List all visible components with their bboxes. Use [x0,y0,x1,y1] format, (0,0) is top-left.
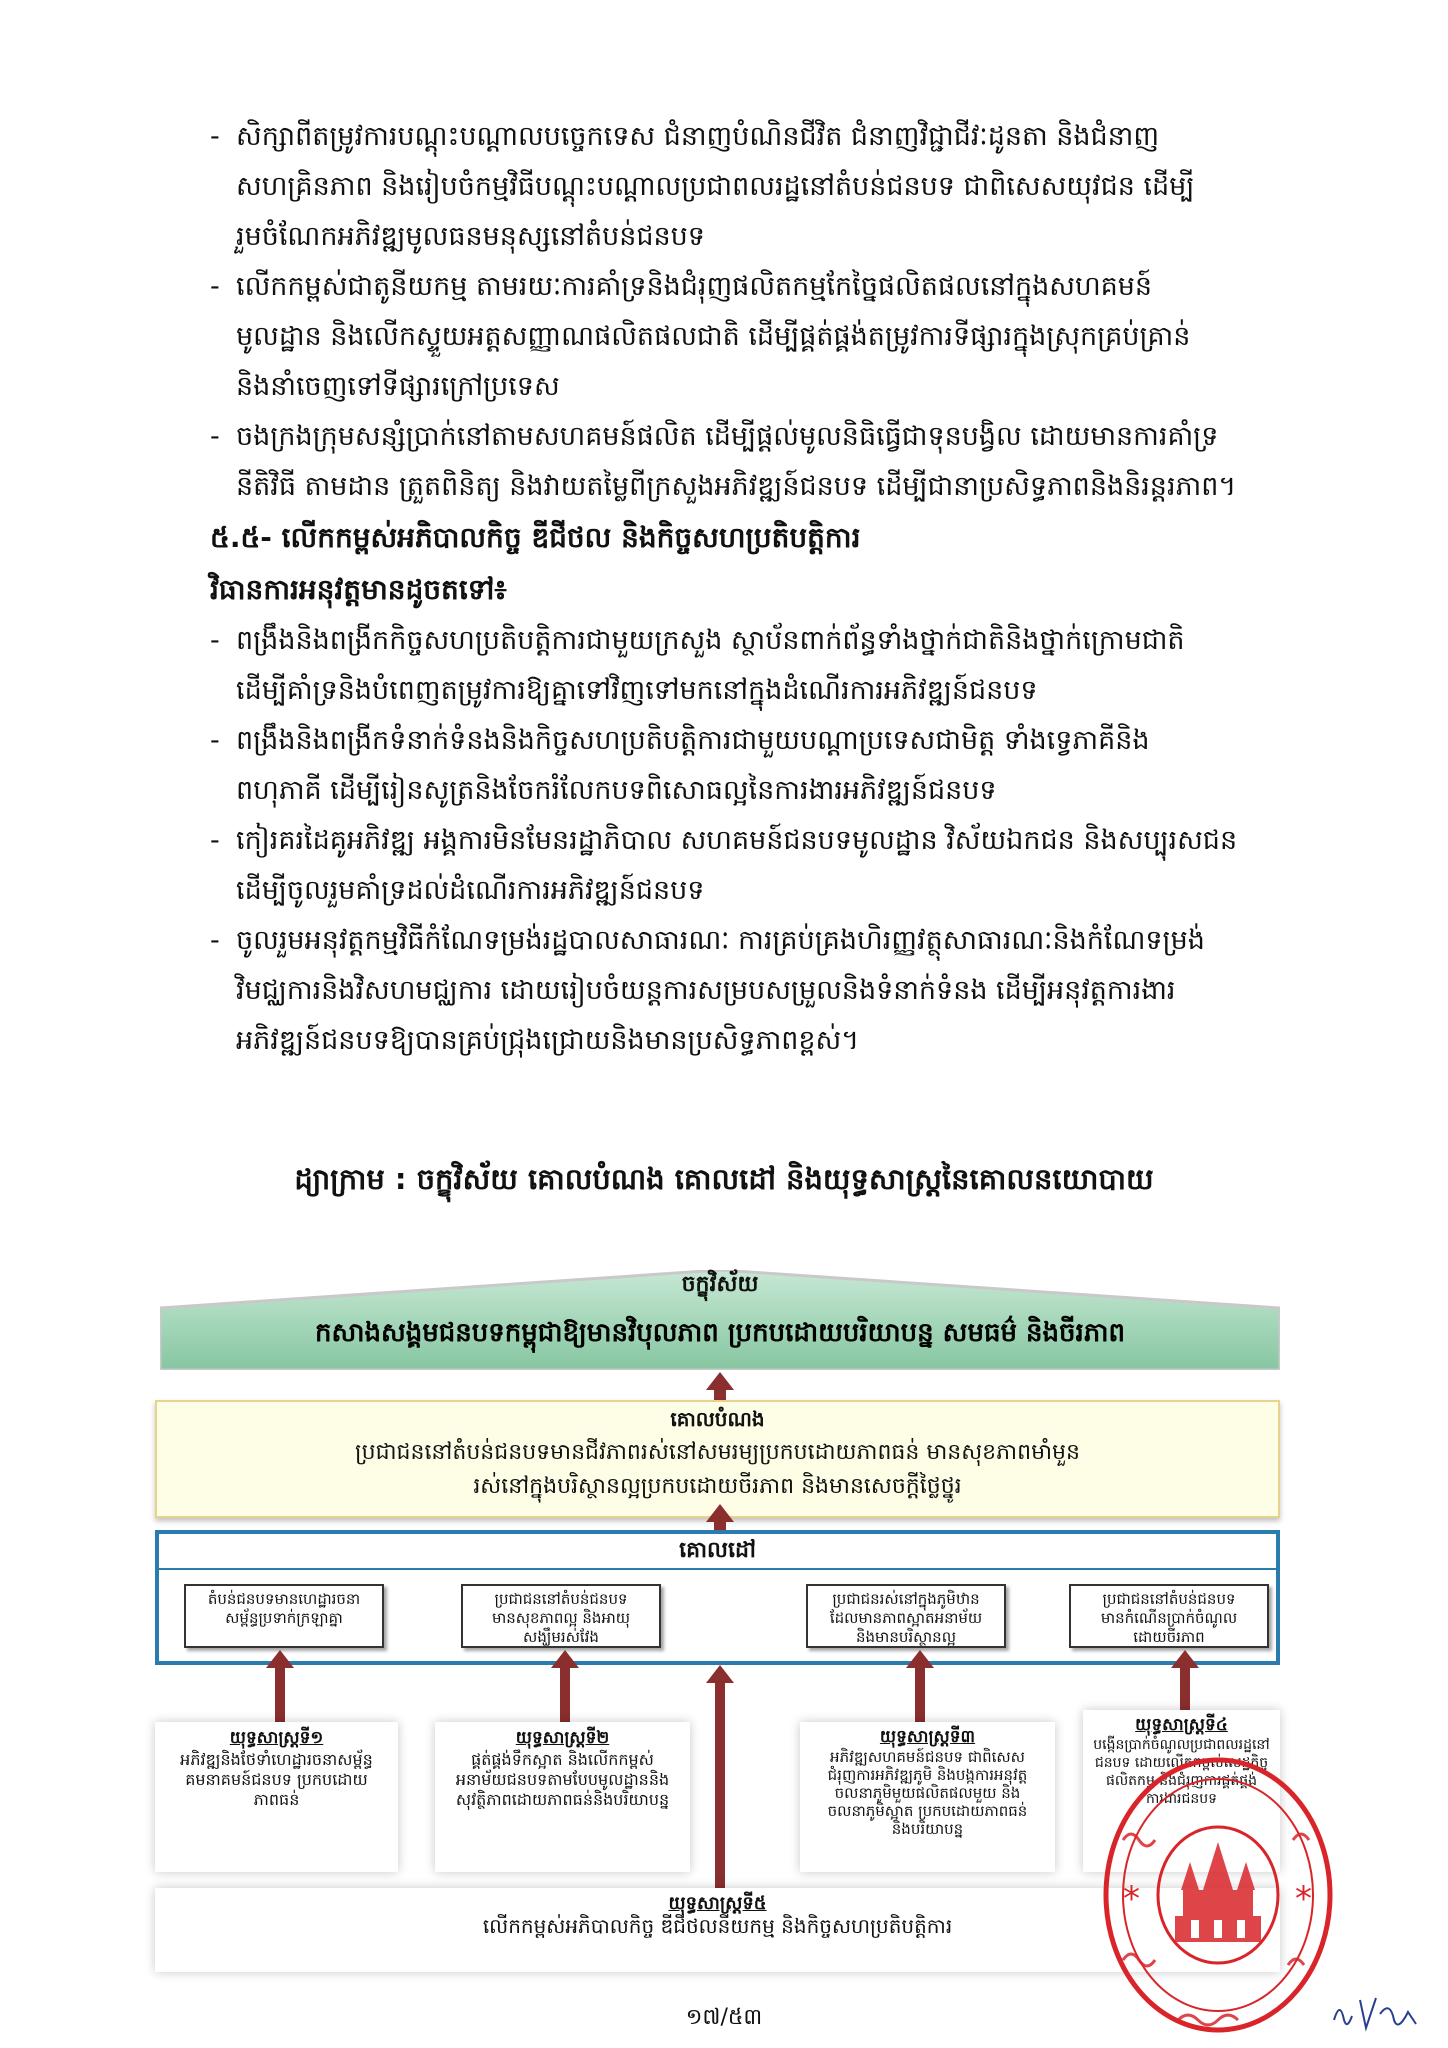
strategy-3: យុទ្ធសាស្ត្រទី៣ អភិវឌ្ឍសហគមន៍ជនបទ ជាពិសេ… [800,1722,1055,1872]
goal-line-1: ប្រជាជននៅតំបន់ជនបទមានជីវភាពរស់នៅសមរម្យប្… [355,1440,1080,1465]
strategy-2: យុទ្ធសាស្ត្រទី២ ផ្គត់ផ្គង់ទឹកស្អាត និងលើ… [435,1722,690,1872]
vision-title: ចក្ខុវិស័យ [681,1272,759,1297]
bullet-dash: - [210,121,220,152]
diagram-caption: ដ្យាក្រាម : ចក្ខុវិស័យ គោលបំណង គោលដៅ និង… [294,1162,1154,1196]
arrow-strategy-5 [705,1665,735,1888]
strategy-1: យុទ្ធសាស្ត្រទី១ អភិវឌ្ឍនិងថែទាំហេដ្ឋារចន… [155,1722,398,1872]
bullet-dash: - [210,421,220,452]
text-line: ៥.៥- លើកកម្ពស់អភិបាលកិច្ច ឌីជីថល និងកិច្… [210,521,861,554]
section-heading: វិធានការអនុវត្តមានដូចតទៅ៖ [210,564,1350,616]
vision-banner: ចក្ខុវិស័យ កសាងសង្គមជនបទកម្ពុជាឱ្យមានវិប… [160,1270,1280,1370]
bullet-paragraph: -ចងក្រងក្រុមសន្សំប្រាក់នៅតាមសហគមន៍ផលិត ដ… [210,412,1350,512]
signature-icon [1330,1990,1430,2040]
text-line: ដើម្បីគាំទ្រនិងបំពេញតម្រូវការឱ្យគ្នាទៅវិ… [236,675,1038,706]
arrow-strategy-1 [265,1650,295,1725]
svg-text:*: * [1123,1879,1140,1919]
bullet-paragraph: -ចូលរួមអនុវត្តកម្មវិធីកំណែទម្រង់រដ្ឋបាលស… [210,916,1350,1066]
text-line: ដើម្បីចូលរួមគាំទ្រដល់ដំណើរការអភិវឌ្ឍន៍ជន… [236,875,705,906]
bullet-paragraph: -លើកកម្ពស់ជាតូនីយកម្ម តាមរយៈការគាំទ្រនិង… [210,262,1350,412]
bullet-dash: - [210,825,220,856]
objectives-box: គោលដៅ តំបន់ជនបទមានហេដ្ឋារចនា សម្ព័ន្ធប្រ… [155,1530,1280,1665]
text-line: នីតិវិធី តាមដាន ត្រួតពិនិត្យ និងវាយតម្លៃ… [236,471,1237,502]
text-line: វិមជ្ឈការនិងវិសហមជ្ឈការ ដោយរៀបចំយន្តការស… [236,975,1176,1006]
text-line: ពង្រឹងនិងពង្រីកទំនាក់ទំនងនិងកិច្ចសហប្រតិ… [236,725,1150,756]
text-line: ពង្រឹងនិងពង្រីកកិច្ចសហប្រតិបត្តិការជាមួយ… [236,625,1185,656]
text-line: ចងក្រងក្រុមសន្សំប្រាក់នៅតាមសហគមន៍ផលិត ដើ… [236,421,1219,452]
arrow-strategy-4 [1170,1650,1200,1725]
text-line: ចូលរួមអនុវត្តកម្មវិធីកំណែទម្រង់រដ្ឋបាលសា… [236,925,1205,956]
text-line: សហគ្រិនភាព និងរៀបចំកម្មវិធីបណ្តុះបណ្តាលប… [236,171,1195,202]
bullet-dash: - [210,925,220,956]
vision-shape [160,1270,1280,1370]
arrow-objectives-to-goal [705,1504,735,1530]
bullet-paragraph: -កៀរគរដៃគូអភិវឌ្ឍ អង្គការមិនមែនរដ្ឋាភិបា… [210,816,1350,916]
text-line: វិធានការអនុវត្តមានដូចតទៅ៖ [210,573,507,606]
bullet-dash: - [210,725,220,756]
goal-title: គោលបំណង [670,1407,765,1431]
text-line: និងនាំចេញទៅទីផ្សារក្រៅប្រទេស [236,371,560,402]
strategy-5: យុទ្ធសាស្ត្រទី៥ លើកកម្ពស់អភិបាលកិច្ច ឌីជ… [155,1888,1280,1972]
goal-box: គោលបំណង ប្រជាជននៅតំបន់ជនបទមានជីវភាពរស់នៅ… [155,1400,1280,1518]
text-line: រួមចំណែកអភិវឌ្ឍមូលធនមនុស្សនៅតំបន់ជនបទ [236,221,705,252]
page-number: ១៧/៥៣ [685,2005,763,2030]
objectives-title: គោលដៅ [679,1538,756,1563]
bullet-dash: - [210,271,220,302]
section-heading: ៥.៥- លើកកម្ពស់អភិបាលកិច្ច ឌីជីថល និងកិច្… [210,512,1350,564]
bullet-paragraph: -ពង្រឹងនិងពង្រីកកិច្ចសហប្រតិបត្តិការជាមួ… [210,616,1350,716]
bullet-dash: - [210,625,220,656]
vision-text: កសាងសង្គមជនបទកម្ពុជាឱ្យមានវិបុលភាព ប្រកប… [314,1318,1126,1348]
objectives-divider [159,1568,1276,1570]
ministry-seal-icon: * * [1083,1720,1333,2039]
objective-3: ប្រជាជនរស់នៅក្នុងភូមិឋាន ដែលមានភាពស្អាតអ… [806,1584,1006,1648]
objective-1: តំបន់ជនបទមានហេដ្ឋារចនា សម្ព័ន្ធប្រទាក់ក្… [184,1584,384,1648]
text-line: មូលដ្ឋាន និងលើកស្ទួយអត្តសញ្ញាណផលិតផលជាតិ… [236,321,1191,352]
bullet-paragraph: -សិក្សាពីតម្រូវការបណ្តុះបណ្តាលបច្ចេកទេស … [210,112,1350,262]
bullet-paragraph: -ពង្រឹងនិងពង្រីកទំនាក់ទំនងនិងកិច្ចសហប្រត… [210,716,1350,816]
objective-2: ប្រជាជននៅតំបន់ជនបទ មានសុខភាពល្អ និងអាយុ … [461,1584,661,1648]
body-text: -សិក្សាពីតម្រូវការបណ្តុះបណ្តាលបច្ចេកទេស … [210,112,1350,1066]
arrow-goal-to-vision [705,1372,735,1400]
text-line: សិក្សាពីតម្រូវការបណ្តុះបណ្តាលបច្ចេកទេស ជ… [236,121,1160,152]
svg-text:*: * [1295,1879,1312,1919]
arrow-strategy-3 [905,1650,935,1725]
text-line: កៀរគរដៃគូអភិវឌ្ឍ អង្គការមិនមែនរដ្ឋាភិបាល… [236,825,1238,856]
text-line: ពហុភាគី ដើម្បីរៀនសូត្រនិងចែករំលែកបទពិសោធ… [236,775,997,806]
arrow-strategy-2 [550,1650,580,1725]
text-line: លើកកម្ពស់ជាតូនីយកម្ម តាមរយៈការគាំទ្រនិងជ… [236,271,1153,302]
text-line: អភិវឌ្ឍន៍ជនបទឱ្យបានគ្រប់ជ្រុងជ្រោយនិងមាន… [236,1025,860,1056]
objective-4: ប្រជាជននៅតំបន់ជនបទ មានកំណើនប្រាក់ចំណូល ដ… [1069,1584,1269,1648]
goal-line-2: រស់នៅក្នុងបរិស្ថានល្អប្រកបដោយចីរភាព និងម… [473,1474,962,1499]
